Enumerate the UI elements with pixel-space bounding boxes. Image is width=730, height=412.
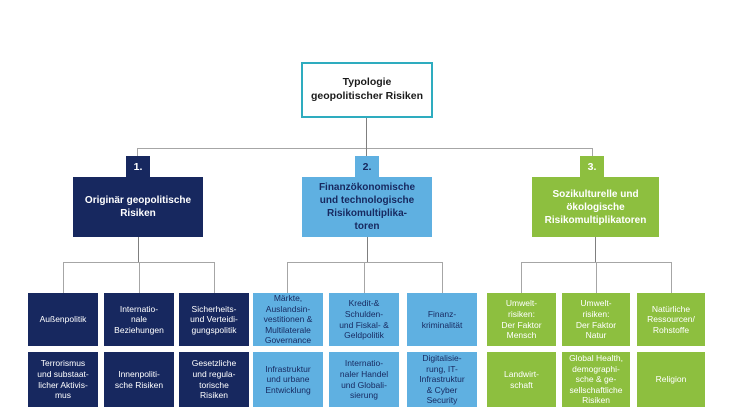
connector-line bbox=[137, 148, 138, 158]
branch-number-3: 3. bbox=[580, 156, 604, 178]
branch-box-finanzoekonomische-risikomultiplikatoren: Finanzökonomische und technologische Ris… bbox=[302, 177, 432, 237]
leaf-box-finanzkriminalitaet: Finanz- kriminalität bbox=[407, 293, 477, 346]
connector-line bbox=[671, 262, 672, 293]
branch-number-label: 1. bbox=[133, 161, 143, 173]
leaf-label: Außenpolitik bbox=[39, 314, 87, 325]
leaf-box-global-health: Global Health, demographi- sche & ge- se… bbox=[562, 352, 630, 407]
leaf-label: Gesetzliche und regula- torische Risiken bbox=[191, 358, 237, 401]
leaf-box-internationale-beziehungen: Internatio- nale Beziehungen bbox=[104, 293, 174, 346]
connector-line bbox=[367, 237, 368, 262]
branch-number-2: 2. bbox=[355, 156, 379, 178]
leaf-label: Internatio- nale Beziehungen bbox=[114, 303, 164, 335]
connector-line bbox=[214, 262, 215, 293]
leaf-box-sicherheitspolitik: Sicherheits- und Verteidi- gungspolitik bbox=[179, 293, 249, 346]
leaf-box-religion: Religion bbox=[637, 352, 705, 407]
leaf-box-maerkte-governance: Märkte, Auslandsin- vestitionen & Multil… bbox=[253, 293, 323, 346]
leaf-box-kredit-fiskalpolitik: Kredit-& Schulden- und Fiskal- & Geldpol… bbox=[329, 293, 399, 346]
root-node-typologie: Typologie geopolitischer Risiken bbox=[301, 62, 433, 118]
leaf-box-natuerliche-ressourcen: Natürliche Ressourcen/ Rohstoffe bbox=[637, 293, 705, 346]
leaf-label: Infrastruktur und urbane Entwicklung bbox=[265, 363, 311, 395]
leaf-box-innenpolitische-risiken: Innenpoliti- sche Risiken bbox=[104, 352, 174, 407]
connector-line bbox=[366, 114, 367, 148]
leaf-box-terrorismus: Terrorismus und substaat- licher Aktivis… bbox=[28, 352, 98, 407]
leaf-label: Religion bbox=[655, 374, 687, 385]
connector-line bbox=[596, 262, 597, 293]
connector-line bbox=[63, 262, 64, 293]
leaf-label: Umwelt- risiken: Der Faktor Mensch bbox=[501, 298, 542, 341]
branch-heading: Originär geopolitische Risiken bbox=[84, 195, 192, 219]
branch-heading: Sozikulturelle und ökologische Risikomul… bbox=[544, 188, 647, 226]
connector-line bbox=[287, 262, 288, 293]
leaf-box-umweltrisiken-mensch: Umwelt- risiken: Der Faktor Mensch bbox=[487, 293, 556, 346]
leaf-label: Natürliche Ressourcen/ Rohstoffe bbox=[647, 303, 695, 335]
leaf-label: Innenpoliti- sche Risiken bbox=[114, 368, 164, 390]
leaf-box-aussenpolitik: Außenpolitik bbox=[28, 293, 98, 346]
leaf-label: Umwelt- risiken: Der Faktor Natur bbox=[575, 298, 617, 341]
leaf-label: Kredit-& Schulden- und Fiskal- & Geldpol… bbox=[339, 298, 389, 341]
connector-line bbox=[139, 262, 140, 293]
connector-line bbox=[287, 262, 443, 263]
leaf-label: Sicherheits- und Verteidi- gungspolitik bbox=[190, 303, 238, 335]
branch-heading: Finanzökonomische und technologische Ris… bbox=[318, 182, 416, 232]
root-node-label: Typologie geopolitischer Risiken bbox=[310, 76, 424, 102]
connector-line bbox=[521, 262, 522, 293]
leaf-label: Internatio- naler Handel und Globali- si… bbox=[339, 358, 389, 401]
leaf-box-digitalisierung-cyber: Digitalisie- rung, IT- Infrastruktur & C… bbox=[407, 352, 477, 407]
leaf-label: Märkte, Auslandsin- vestitionen & Multil… bbox=[263, 293, 313, 346]
branch-box-sozikulturelle-risikomultiplikatoren: Sozikulturelle und ökologische Risikomul… bbox=[532, 177, 659, 237]
connector-line bbox=[442, 262, 443, 293]
connector-line bbox=[366, 148, 367, 158]
leaf-label: Global Health, demographi- sche & ge- se… bbox=[569, 353, 623, 406]
leaf-box-internationaler-handel: Internatio- naler Handel und Globali- si… bbox=[329, 352, 399, 407]
connector-line bbox=[364, 262, 365, 293]
connector-line bbox=[137, 148, 593, 149]
connector-line bbox=[592, 148, 593, 158]
branch-number-1: 1. bbox=[126, 156, 150, 178]
leaf-box-landwirtschaft: Landwirt- schaft bbox=[487, 352, 556, 407]
branch-box-originaer-geopolitische-risiken: Originär geopolitische Risiken bbox=[73, 177, 203, 237]
leaf-box-gesetzliche-risiken: Gesetzliche und regula- torische Risiken bbox=[179, 352, 249, 407]
leaf-label: Finanz- kriminalität bbox=[421, 308, 463, 330]
connector-line bbox=[138, 237, 139, 262]
leaf-box-infrastruktur: Infrastruktur und urbane Entwicklung bbox=[253, 352, 323, 407]
connector-line bbox=[595, 237, 596, 262]
leaf-label: Landwirt- schaft bbox=[504, 368, 539, 390]
leaf-label: Terrorismus und substaat- licher Aktivis… bbox=[37, 358, 89, 401]
branch-number-label: 2. bbox=[362, 161, 372, 173]
leaf-box-umweltrisiken-natur: Umwelt- risiken: Der Faktor Natur bbox=[562, 293, 630, 346]
branch-number-label: 3. bbox=[587, 161, 597, 173]
leaf-label: Digitalisie- rung, IT- Infrastruktur & C… bbox=[419, 353, 465, 406]
